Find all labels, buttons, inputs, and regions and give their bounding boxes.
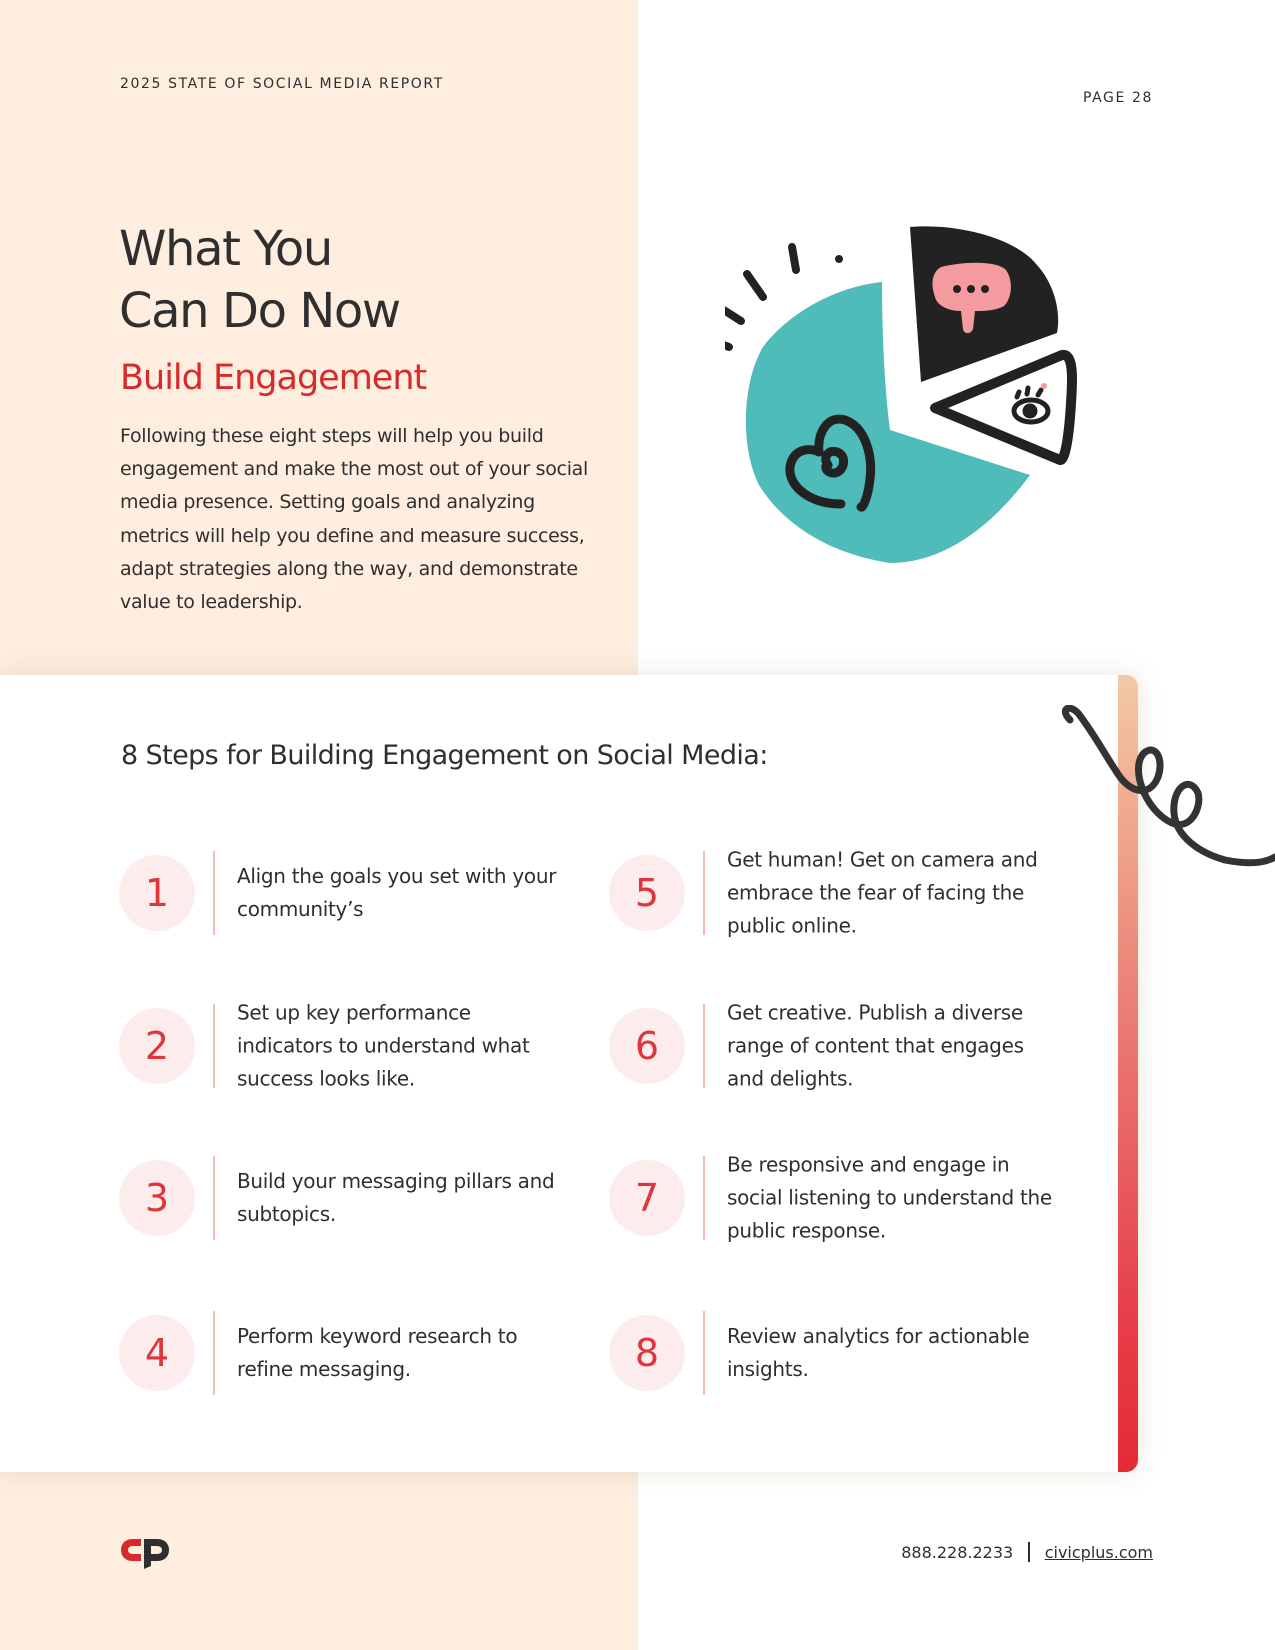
footer-contact: 888.228.2233 civicplus.com (901, 1542, 1153, 1562)
step-text: Be responsive and engage in social liste… (727, 1152, 1052, 1243)
footer-website-link[interactable]: civicplus.com (1044, 1542, 1153, 1562)
motion-lines-icon (725, 243, 800, 351)
step-text: Align the goals you set with your commun… (237, 864, 557, 921)
step-divider (703, 1004, 705, 1088)
step-item: 3 Build your messaging pillars and subto… (119, 1153, 599, 1243)
step-divider (213, 1156, 215, 1240)
step-text: Review analytics for actionable insights… (727, 1324, 1030, 1381)
step-number: 7 (609, 1160, 685, 1236)
eye-icon (1011, 385, 1051, 425)
footer-phone: 888.228.2233 (901, 1542, 1014, 1562)
step-item: 7 Be responsive and engage in social lis… (609, 1153, 1089, 1243)
step-number: 4 (119, 1315, 195, 1391)
teal-pie-slice (745, 282, 1030, 563)
step-number: 1 (119, 855, 195, 931)
pie-chart-doodle-icon (725, 226, 1077, 563)
step-item: 5 Get human! Get on camera and embrace t… (609, 848, 1089, 938)
step-divider (213, 851, 215, 935)
step-divider (703, 1156, 705, 1240)
step-number: 6 (609, 1008, 685, 1084)
step-divider (213, 1004, 215, 1088)
step-text: Get creative. Publish a diverse range of… (727, 1000, 1024, 1091)
step-number: 5 (609, 855, 685, 931)
step-item: 8 Review analytics for actionable insigh… (609, 1308, 1089, 1398)
step-text: Perform keyword research to refine messa… (237, 1324, 518, 1381)
civicplus-logo-icon (121, 1539, 169, 1569)
step-item: 4 Perform keyword research to refine mes… (119, 1308, 599, 1398)
page-number: PAGE 28 (1082, 90, 1153, 106)
accent-gradient-bar (1118, 675, 1138, 1472)
step-text: Get human! Get on camera and embrace the… (727, 847, 1038, 938)
step-text: Build your messaging pillars and subtopi… (237, 1169, 555, 1226)
step-item: 6 Get creative. Publish a diverse range … (609, 1001, 1089, 1091)
step-number: 8 (609, 1315, 685, 1391)
report-label: 2025 STATE OF SOCIAL MEDIA REPORT (120, 76, 444, 92)
page-title: What You Can Do Now (119, 221, 401, 339)
triangle-pie-slice (930, 350, 1077, 465)
intro-paragraph: Following these eight steps will help yo… (120, 425, 588, 614)
speech-bubble-icon (932, 262, 1011, 334)
section-subtitle: Build Engagement (120, 358, 427, 398)
step-item: 2 Set up key performance indicators to u… (119, 1001, 599, 1091)
steps-heading: 8 Steps for Building Engagement on Socia… (121, 740, 768, 771)
step-divider (703, 1311, 705, 1395)
step-number: 2 (119, 1008, 195, 1084)
step-text: Set up key performance indicators to und… (237, 1000, 530, 1091)
step-number: 3 (119, 1160, 195, 1236)
step-item: 1 Align the goals you set with your comm… (119, 848, 599, 938)
step-divider (213, 1311, 215, 1395)
heart-doodle-icon (785, 414, 876, 512)
swirl-doodle-icon (1062, 705, 1275, 867)
step-divider (703, 851, 705, 935)
footer-divider (1028, 1542, 1030, 1562)
